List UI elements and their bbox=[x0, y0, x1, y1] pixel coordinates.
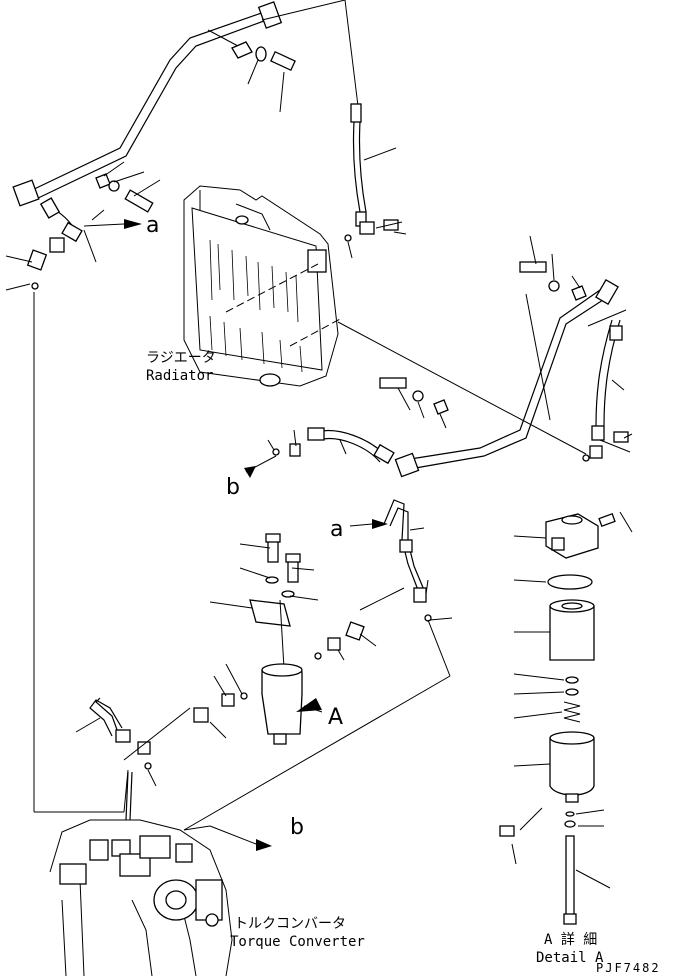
radiator-label-en: Radiator bbox=[146, 368, 213, 384]
radiator bbox=[183, 185, 587, 455]
radiator-label-jp: ラジエータ bbox=[146, 350, 216, 366]
upper-oil-pipe bbox=[12, 1, 283, 207]
view-A-label: A bbox=[328, 705, 343, 730]
left-return-line bbox=[33, 292, 129, 813]
callout-b-bottom: b bbox=[290, 815, 304, 840]
middle-clamp-parts bbox=[379, 377, 449, 429]
drawing-code: PJF7482 bbox=[596, 961, 661, 975]
detail-label-en: Detail A bbox=[536, 950, 604, 966]
lower-left-hose bbox=[75, 697, 227, 787]
callout-b-left: b bbox=[226, 475, 240, 500]
left-clamp-parts bbox=[95, 161, 161, 213]
middle-hose bbox=[244, 427, 395, 478]
left-hose-assembly bbox=[5, 197, 142, 291]
upper-clamp-parts bbox=[207, 0, 359, 113]
detail-a-exploded-view bbox=[499, 511, 633, 925]
u-hose-assembly bbox=[183, 499, 453, 831]
converter-label-jp: トルクコンバータ bbox=[234, 916, 346, 932]
callout-a-top: a bbox=[146, 213, 159, 238]
callout-a-mid: a bbox=[330, 517, 343, 542]
upper-right-hose bbox=[344, 103, 407, 259]
detail-label-jp: A 詳 細 bbox=[544, 932, 597, 948]
filter-assembly bbox=[209, 533, 323, 745]
right-clamp-parts bbox=[519, 235, 587, 301]
right-oil-pipe bbox=[394, 278, 633, 478]
converter-label-en: Torque Converter bbox=[230, 934, 365, 950]
torque-converter bbox=[49, 771, 272, 976]
filter-fittings bbox=[213, 587, 405, 707]
